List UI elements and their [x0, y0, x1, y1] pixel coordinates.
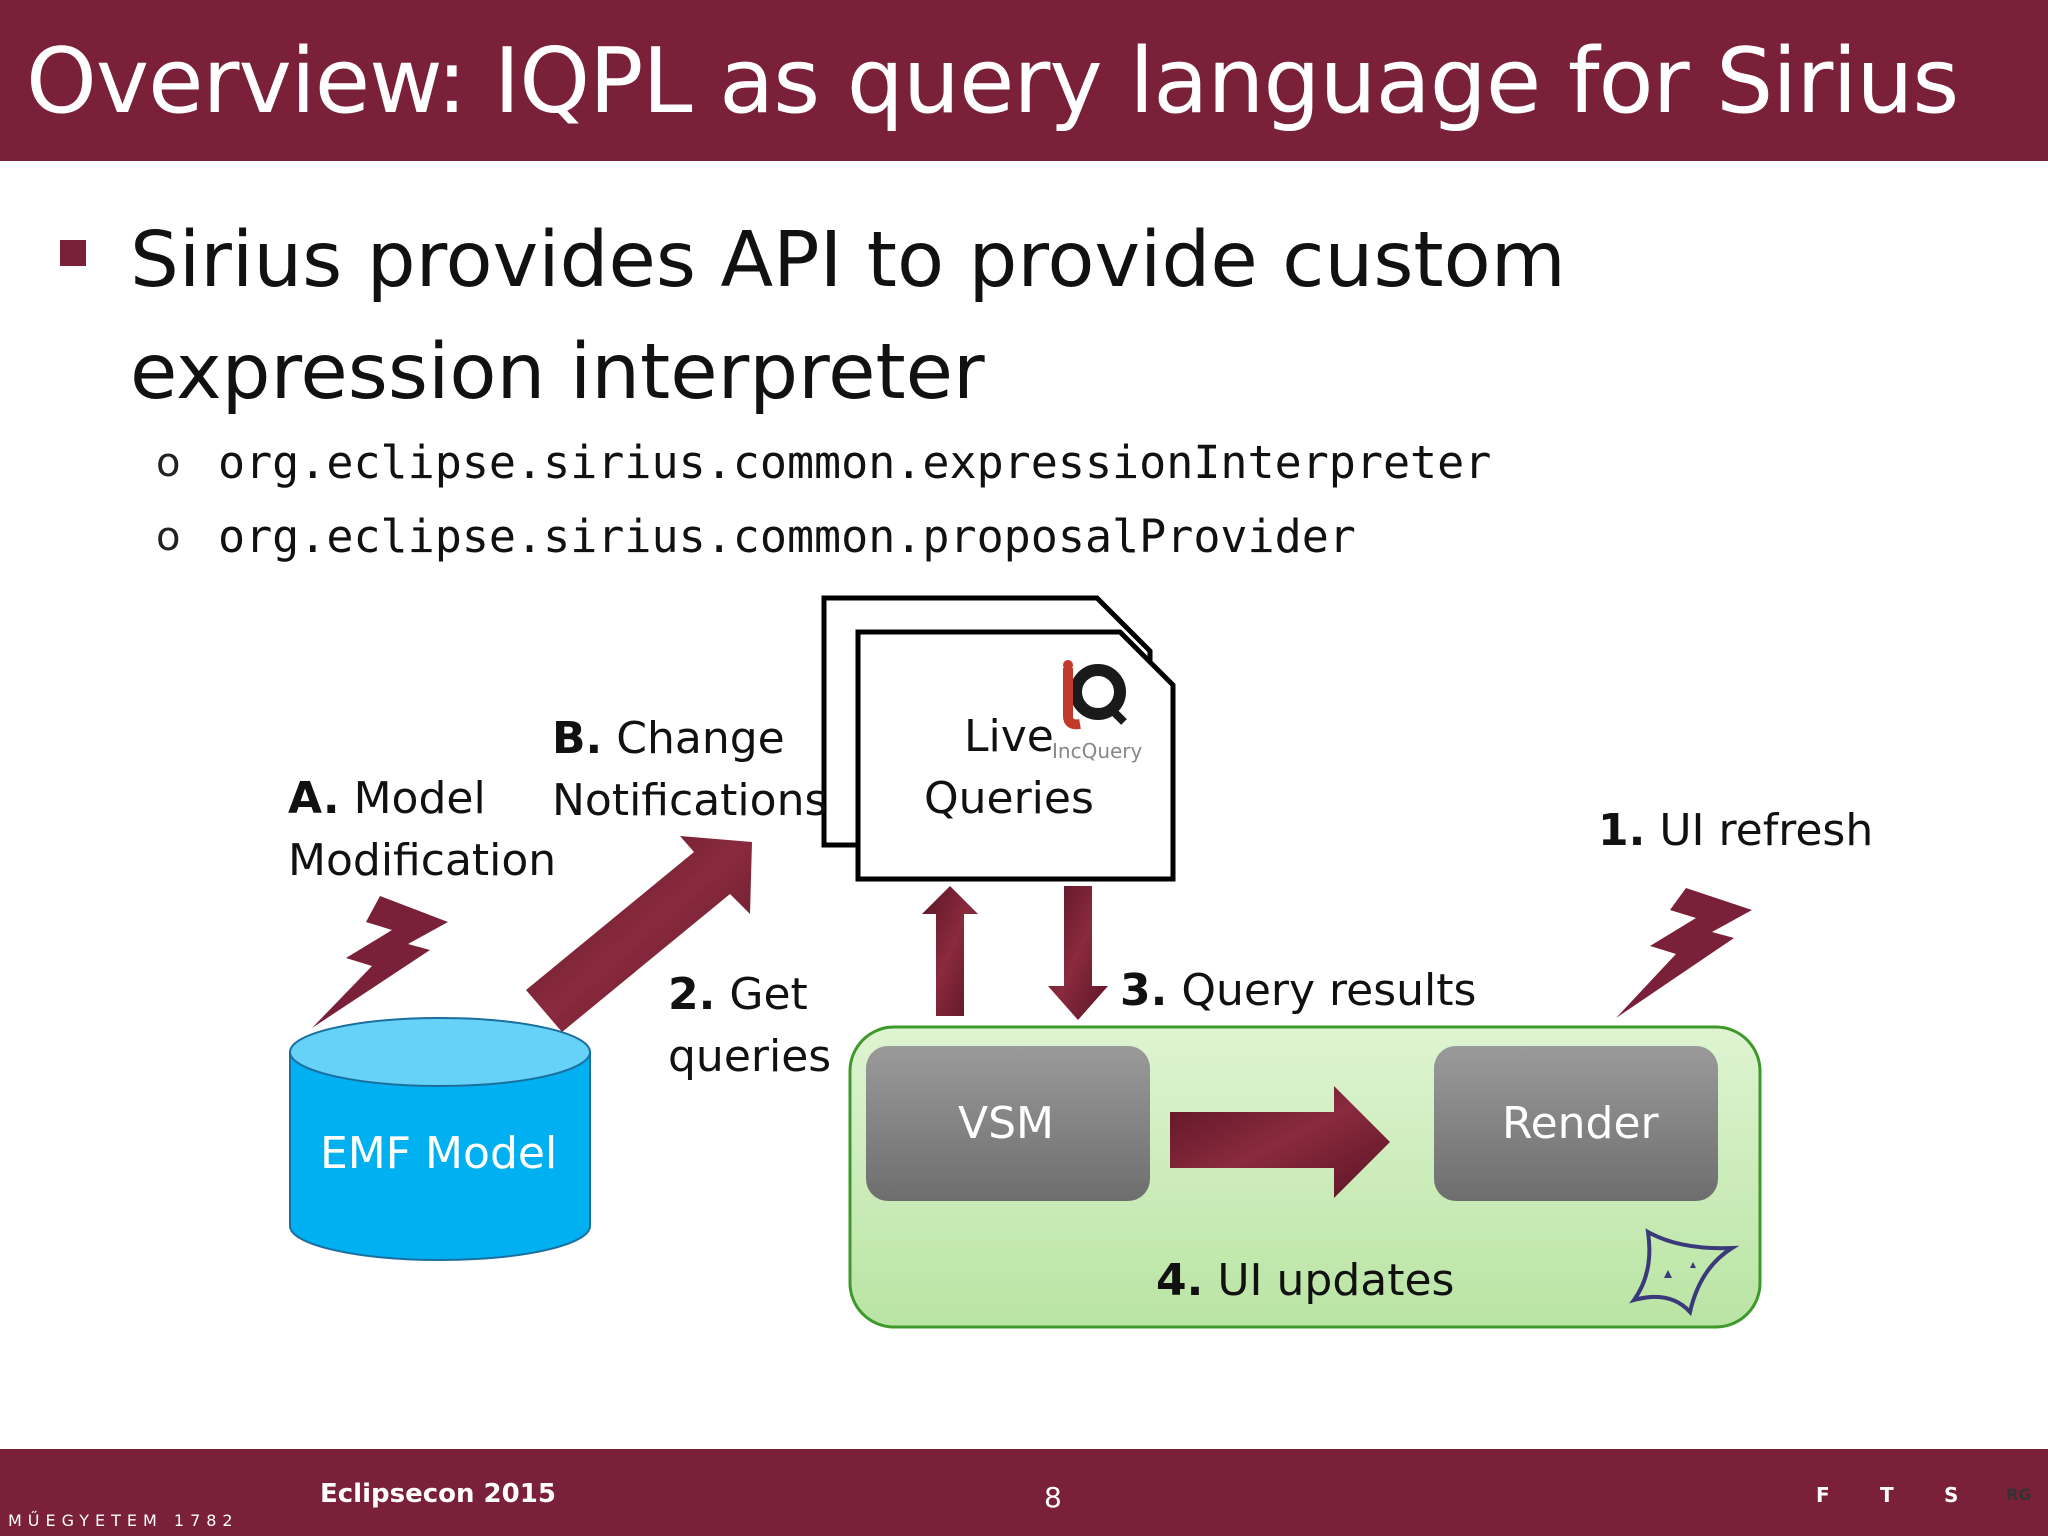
- live-queries-label-line2: Queries: [924, 773, 1094, 824]
- vsm-box: [866, 1046, 1150, 1201]
- label-model-modification: A. Model Modification: [288, 773, 557, 886]
- subitem-text: org.eclipse.sirius.common.proposalProvid…: [218, 510, 1356, 563]
- circle-bullet: o: [156, 439, 181, 486]
- vsm-label: VSM: [958, 1098, 1054, 1149]
- circle-bullet: o: [156, 513, 181, 560]
- subitem: o org.eclipse.sirius.common.proposalProv…: [156, 510, 1356, 563]
- label-ui-updates: 4. UI updates: [1156, 1255, 1455, 1306]
- label-ui-refresh: 1. UI refresh: [1598, 805, 1874, 856]
- lightning-bolt-a-icon: [312, 896, 448, 1028]
- slide-title: Overview: IQPL as query language for Sir…: [26, 29, 1959, 134]
- incquery-logo: [1063, 660, 1127, 730]
- live-queries-label-line1: Live: [964, 711, 1054, 762]
- ftsrg-letter: RG: [2006, 1485, 2032, 1504]
- subitem: o org.eclipse.sirius.common.expressionIn…: [156, 436, 1491, 489]
- emf-model-label: EMF Model: [320, 1128, 558, 1179]
- bullet-marker: [60, 240, 86, 266]
- render-box: [1434, 1046, 1718, 1201]
- label-change-notifications: B. Change Notifications: [552, 713, 828, 826]
- emf-model-cylinder: [289, 1017, 591, 1261]
- bullet-text: Sirius provides API to provide custom ex…: [130, 216, 1566, 417]
- label-query-results: 3. Query results: [1120, 965, 1477, 1016]
- footer-bar: MŰEGYETEM 1782 Eclipsecon 2015 8 F T S R…: [0, 1449, 2048, 1536]
- vsm-to-render-arrow: [1170, 1086, 1390, 1198]
- label-get-queries: 2. Get queries: [668, 969, 832, 1082]
- down-arrow: [1048, 886, 1108, 1020]
- subitem-text: org.eclipse.sirius.common.expressionInte…: [218, 436, 1492, 489]
- up-arrow: [922, 886, 978, 1016]
- page-number: 8: [1044, 1481, 1062, 1514]
- render-label: Render: [1502, 1098, 1659, 1149]
- university-text: MŰEGYETEM 1782: [8, 1511, 239, 1530]
- event-name: Eclipsecon 2015: [320, 1479, 556, 1509]
- ftsrg-letter: F: [1816, 1483, 1830, 1507]
- incquery-logo-text: IncQuery: [1052, 739, 1143, 763]
- live-queries-documents: [821, 595, 1176, 882]
- ftsrg-letter: T: [1880, 1483, 1894, 1507]
- lightning-bolt-ui-icon: [1616, 888, 1752, 1018]
- sirius-logo-icon: [1629, 1228, 1740, 1317]
- notification-arrow: [526, 836, 752, 1032]
- title-bar: Overview: IQPL as query language for Sir…: [0, 0, 2048, 161]
- ftsrg-letter: S: [1944, 1483, 1959, 1507]
